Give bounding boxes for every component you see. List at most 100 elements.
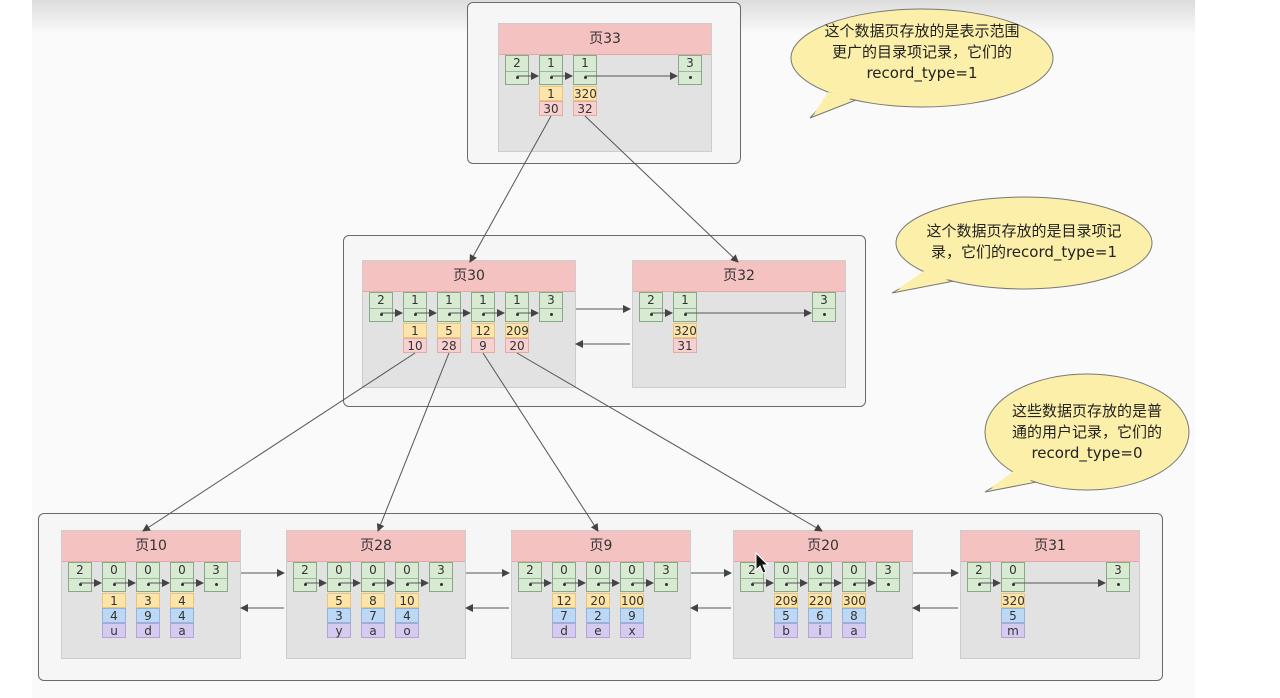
- record-type: 2: [370, 293, 392, 309]
- record-c3: e: [586, 623, 610, 638]
- record-page-number: 28: [437, 338, 461, 353]
- record-header: 2: [740, 562, 764, 592]
- next-pointer-dot: [147, 583, 150, 586]
- record-header: 1: [471, 292, 495, 322]
- next-pointer-dot: [440, 583, 443, 586]
- record-c1: 1: [102, 593, 126, 608]
- record-header: 1: [673, 292, 697, 322]
- record-key: 12: [471, 323, 495, 338]
- right-margin: [1195, 0, 1280, 698]
- record-c2: 6: [808, 608, 832, 623]
- next-pointer-dot: [597, 583, 600, 586]
- record-c2: 3: [327, 608, 351, 623]
- record-c3: b: [774, 623, 798, 638]
- record-header: 1: [437, 292, 461, 322]
- next-pointer-dot: [516, 76, 519, 79]
- next-pointer-dot: [304, 583, 307, 586]
- record-c2: 4: [170, 608, 194, 623]
- record-type: 0: [103, 563, 125, 579]
- record-key: 320: [573, 86, 597, 101]
- record-c3: a: [361, 623, 385, 638]
- record-header: 0: [808, 562, 832, 592]
- record-header: 3: [876, 562, 900, 592]
- record-header: 2: [518, 562, 542, 592]
- next-pointer-dot: [785, 583, 788, 586]
- page-title: 页20: [734, 531, 912, 562]
- record-c2: 7: [361, 608, 385, 623]
- callout-text-line: 通的用户记录，它们的: [1011, 423, 1162, 441]
- record-c3: d: [136, 623, 160, 638]
- mouse-cursor-icon: [755, 552, 769, 574]
- page-title: 页33: [499, 24, 711, 55]
- record-header: 0: [102, 562, 126, 592]
- record-page-number: 9: [471, 338, 495, 353]
- record-c1: 300: [842, 593, 866, 608]
- record-page-number: 30: [539, 101, 563, 116]
- record-header: 3: [812, 292, 836, 322]
- record-header: 1: [505, 292, 529, 322]
- page-intermediate: 页32: [632, 260, 846, 388]
- record-c1: 320: [1001, 593, 1025, 608]
- record-c3: u: [102, 623, 126, 638]
- record-header: 0: [620, 562, 644, 592]
- record-type: 0: [553, 563, 575, 579]
- next-pointer-dot: [406, 583, 409, 586]
- record-header: 3: [429, 562, 453, 592]
- record-type: 2: [69, 563, 91, 579]
- record-header: 0: [586, 562, 610, 592]
- next-pointer-dot: [684, 313, 687, 316]
- record-type: 1: [472, 293, 494, 309]
- next-pointer-dot: [650, 313, 653, 316]
- callout-shape: [984, 373, 1190, 493]
- next-pointer-dot: [689, 76, 692, 79]
- record-header: 1: [573, 55, 597, 85]
- record-type: 2: [519, 563, 541, 579]
- record-type: 1: [506, 293, 528, 309]
- record-c2: 7: [552, 608, 576, 623]
- record-type: 1: [540, 56, 562, 72]
- record-c2: 9: [620, 608, 644, 623]
- record-key: 320: [673, 323, 697, 338]
- record-c2: 2: [586, 608, 610, 623]
- record-type: 0: [137, 563, 159, 579]
- callout-text-line: record_type=1: [866, 64, 978, 82]
- page-title: 页9: [512, 531, 690, 562]
- record-c2: 5: [774, 608, 798, 623]
- callout-shape: [891, 196, 1153, 294]
- record-type: 0: [362, 563, 384, 579]
- record-type: 3: [1107, 563, 1129, 579]
- record-header: 3: [204, 562, 228, 592]
- record-header: 2: [293, 562, 317, 592]
- record-c1: 5: [327, 593, 351, 608]
- record-c3: a: [842, 623, 866, 638]
- next-pointer-dot: [665, 583, 668, 586]
- next-pointer-dot: [550, 313, 553, 316]
- callout-text-line: 录，它们的record_type=1: [930, 243, 1118, 261]
- page-title: 页32: [633, 261, 845, 292]
- record-c2: 9: [136, 608, 160, 623]
- callout-intermediate-level: 这个数据页存放的是目录项记 录，它们的record_type=1: [890, 193, 1160, 295]
- record-header: 0: [395, 562, 419, 592]
- record-header: 2: [639, 292, 663, 322]
- record-header: 3: [1106, 562, 1130, 592]
- record-c1: 100: [620, 593, 644, 608]
- record-type: 1: [674, 293, 696, 309]
- page-title: 页30: [363, 261, 575, 292]
- record-c3: o: [395, 623, 419, 638]
- record-c3: x: [620, 623, 644, 638]
- record-header: 2: [505, 55, 529, 85]
- record-type: 3: [655, 563, 677, 579]
- next-pointer-dot: [853, 583, 856, 586]
- next-pointer-dot: [113, 583, 116, 586]
- record-header: 0: [552, 562, 576, 592]
- record-header: 3: [654, 562, 678, 592]
- record-c3: a: [170, 623, 194, 638]
- record-header: 0: [170, 562, 194, 592]
- next-pointer-dot: [631, 583, 634, 586]
- page-title: 页10: [62, 531, 240, 562]
- record-header: 2: [68, 562, 92, 592]
- record-page-number: 32: [573, 101, 597, 116]
- next-pointer-dot: [550, 76, 553, 79]
- page-root: 页33: [498, 23, 712, 152]
- next-pointer-dot: [887, 583, 890, 586]
